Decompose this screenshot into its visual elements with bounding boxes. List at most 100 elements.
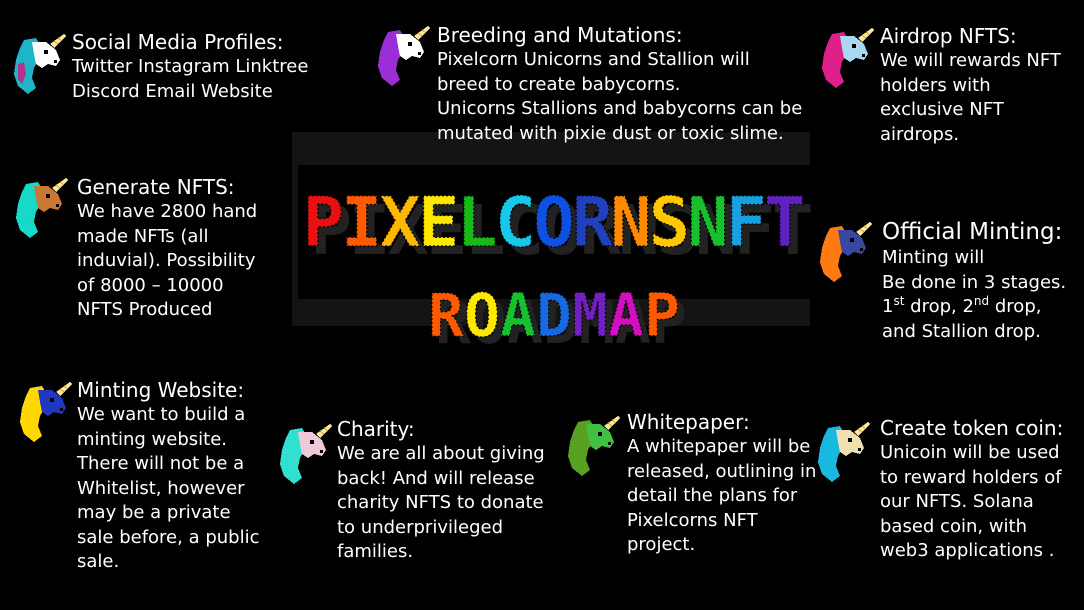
logo-letter-shadow: R xyxy=(580,191,622,271)
logo-letter: T xyxy=(764,183,806,263)
section-line: released, outlining in xyxy=(627,460,817,482)
logo-letter-shadow: A xyxy=(615,288,651,358)
logo-letter-shadow: A xyxy=(507,288,543,358)
section-title: Official Minting: xyxy=(882,219,1063,245)
section-line: A whitepaper will be xyxy=(627,436,811,457)
logo-letter-shadow: N xyxy=(618,191,660,271)
section-line: Pixelcorn Unicorns and Stallion will xyxy=(437,49,750,70)
drop-text: drop, xyxy=(989,296,1042,317)
section-line: and Stallion drop. xyxy=(882,320,1041,342)
drop-suffix: st xyxy=(893,294,905,308)
section-breeding: Breeding and Mutations: Pixelcorn Unicor… xyxy=(437,23,807,146)
section-line: We have 2800 hand xyxy=(77,201,258,222)
logo-letter-shadow: I xyxy=(349,191,391,271)
section-line: mutated with pixie dust or toxic slime. xyxy=(437,122,784,144)
section-official-minting: Official Minting: Minting will Be done i… xyxy=(882,218,1082,344)
logo-letter: N xyxy=(687,183,729,263)
logo-letter-shadow: L xyxy=(464,191,506,271)
unicorn-head-icon xyxy=(12,178,68,240)
logo-letter: F xyxy=(726,183,768,263)
logo-letter-shadow: N xyxy=(695,191,737,271)
section-whitepaper: Whitepaper: A whitepaper will be release… xyxy=(627,410,817,558)
section-line: We will rewards NFT xyxy=(880,50,1061,71)
logo-letter: R xyxy=(572,183,614,263)
section-line: We want to build a xyxy=(77,404,246,425)
logo-letter-shadow: P xyxy=(651,288,687,358)
logo-letter-shadow: R xyxy=(435,288,471,358)
unicorn-head-icon xyxy=(818,28,874,90)
banner-inner xyxy=(298,165,810,299)
section-line: Unicorns Stallions and babycorns can be xyxy=(437,98,803,119)
section-line: breed to create babycorns. xyxy=(437,73,681,95)
section-title: Breeding and Mutations: xyxy=(437,23,683,47)
section-line: based coin, with xyxy=(880,515,1028,537)
unicorn-head-icon xyxy=(816,222,872,284)
section-line: may be a private xyxy=(77,502,231,523)
drop-number: 2 xyxy=(962,296,974,317)
logo-letter: A xyxy=(608,281,644,351)
section-token-coin: Create token coin: Unicoin will be used … xyxy=(880,416,1080,564)
logo-letter: N xyxy=(610,183,652,263)
section-minting-website: Minting Website: We want to build a mint… xyxy=(77,378,277,575)
section-line: detail the plans for xyxy=(627,485,798,506)
section-line: our NFTS. Solana xyxy=(880,491,1034,512)
section-title: Airdrop NFTS: xyxy=(880,24,1017,48)
section-line: We are all about giving xyxy=(337,443,545,464)
logo-letter: S xyxy=(649,183,691,263)
logo-letter-shadow: O xyxy=(471,288,507,358)
logo-letter-shadow: C xyxy=(503,191,545,271)
section-title: Generate NFTS: xyxy=(77,175,235,199)
unicorn-head-icon xyxy=(564,416,620,478)
logo-letter: C xyxy=(495,183,537,263)
section-line: sale. xyxy=(77,551,120,572)
logo-letter: A xyxy=(500,281,536,351)
section-title: Whitepaper: xyxy=(627,410,750,434)
section-line: Whitelist, however xyxy=(77,477,245,499)
section-line: to underprivileged xyxy=(337,516,503,538)
section-line: NFTS Produced xyxy=(77,299,213,320)
section-line: Minting will xyxy=(882,247,985,268)
unicorn-head-icon xyxy=(276,424,332,486)
logo-letter-shadow: D xyxy=(543,288,579,358)
section-line: Discord Email Website xyxy=(72,80,273,102)
section-airdrop: Airdrop NFTS: We will rewards NFT holder… xyxy=(880,24,1080,147)
section-title: Minting Website: xyxy=(77,378,245,402)
logo-letter: P xyxy=(302,183,344,263)
section-social-media: Social Media Profiles: Twitter Instagram… xyxy=(72,30,362,104)
section-line: Unicoin will be used xyxy=(880,442,1060,463)
section-line: to reward holders of xyxy=(880,466,1062,488)
section-line: made NFTs (all xyxy=(77,225,209,247)
section-line: minting website. xyxy=(77,428,228,450)
section-line: Be done in 3 stages. xyxy=(882,271,1067,293)
section-line: families. xyxy=(337,541,414,562)
drop-number: 1 xyxy=(882,296,894,317)
section-line: charity NFTS to donate xyxy=(337,492,544,513)
section-line: holders with xyxy=(880,74,991,96)
unicorn-head-icon xyxy=(374,26,430,88)
drop-text: drop, xyxy=(904,296,963,317)
logo-letter-shadow: P xyxy=(310,191,352,271)
section-line: airdrops. xyxy=(880,123,960,145)
logo-letter: X xyxy=(379,183,421,263)
logo-letter-shadow: E xyxy=(426,191,468,271)
section-line: There will not be a xyxy=(77,453,245,474)
section-line: back! And will release xyxy=(337,467,535,489)
logo-letter-shadow: S xyxy=(657,191,699,271)
section-line: project. xyxy=(627,534,696,555)
section-title: Social Media Profiles: xyxy=(72,30,284,54)
logo-letter: D xyxy=(536,281,572,351)
logo-letter: O xyxy=(464,281,500,351)
section-line: Pixelcorns NFT xyxy=(627,509,758,531)
logo-letter-shadow: M xyxy=(579,288,615,358)
drop-suffix: nd xyxy=(973,294,990,308)
section-line: web3 applications . xyxy=(880,540,1055,561)
logo-letter: E xyxy=(418,183,460,263)
logo-letter-shadow: F xyxy=(734,191,776,271)
logo-letter: R xyxy=(428,281,464,351)
section-line: Twitter Instagram Linktree xyxy=(72,56,309,77)
section-charity: Charity: We are all about giving back! A… xyxy=(337,417,557,565)
section-title: Charity: xyxy=(337,417,415,441)
logo-letter: M xyxy=(572,281,608,351)
